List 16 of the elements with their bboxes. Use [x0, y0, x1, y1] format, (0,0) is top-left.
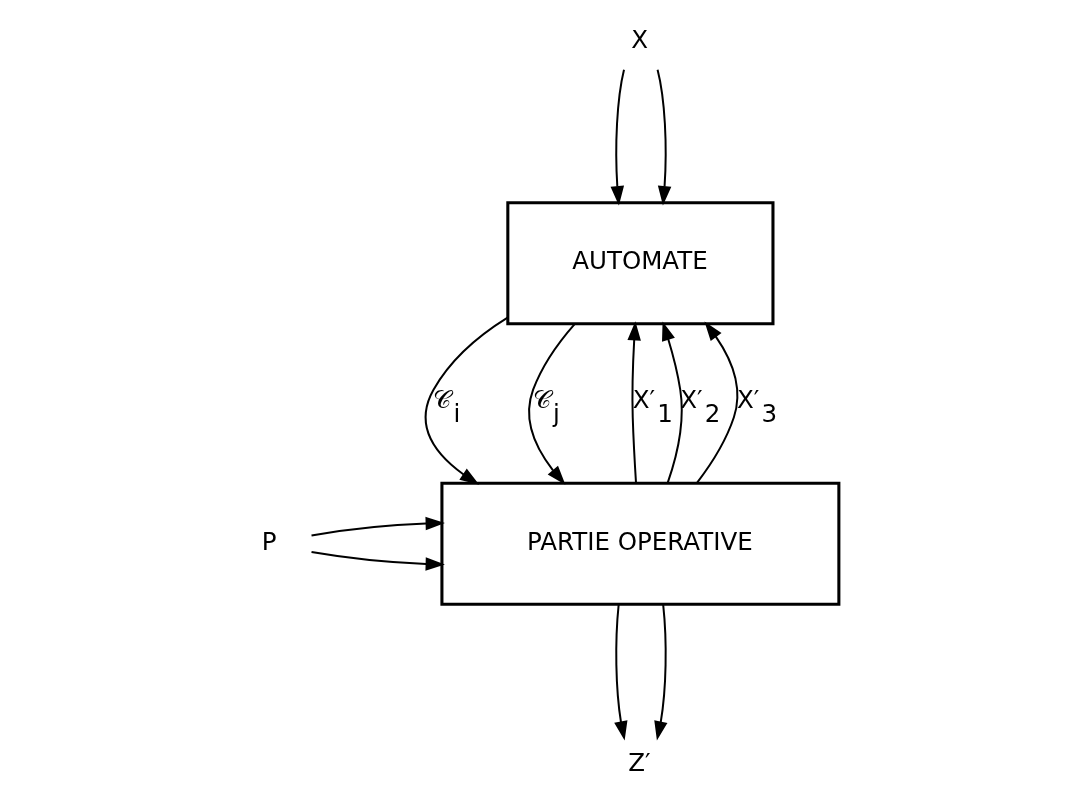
node-box: AUTOMATE — [506, 201, 775, 326]
arrow — [424, 316, 509, 485]
arrow — [310, 516, 445, 537]
node-text: Z′ — [628, 748, 651, 778]
arrow — [696, 321, 739, 484]
arrow — [654, 603, 668, 741]
arrow — [662, 321, 683, 484]
arrow — [310, 551, 445, 571]
node-text: X — [631, 24, 648, 54]
node-box: PARTIE OPERATIVE — [440, 481, 841, 606]
node-text: P — [261, 526, 277, 556]
arrow — [528, 322, 576, 485]
arrow — [610, 68, 625, 206]
arrow — [614, 603, 628, 741]
arrow — [656, 68, 672, 206]
arrow — [627, 321, 641, 485]
